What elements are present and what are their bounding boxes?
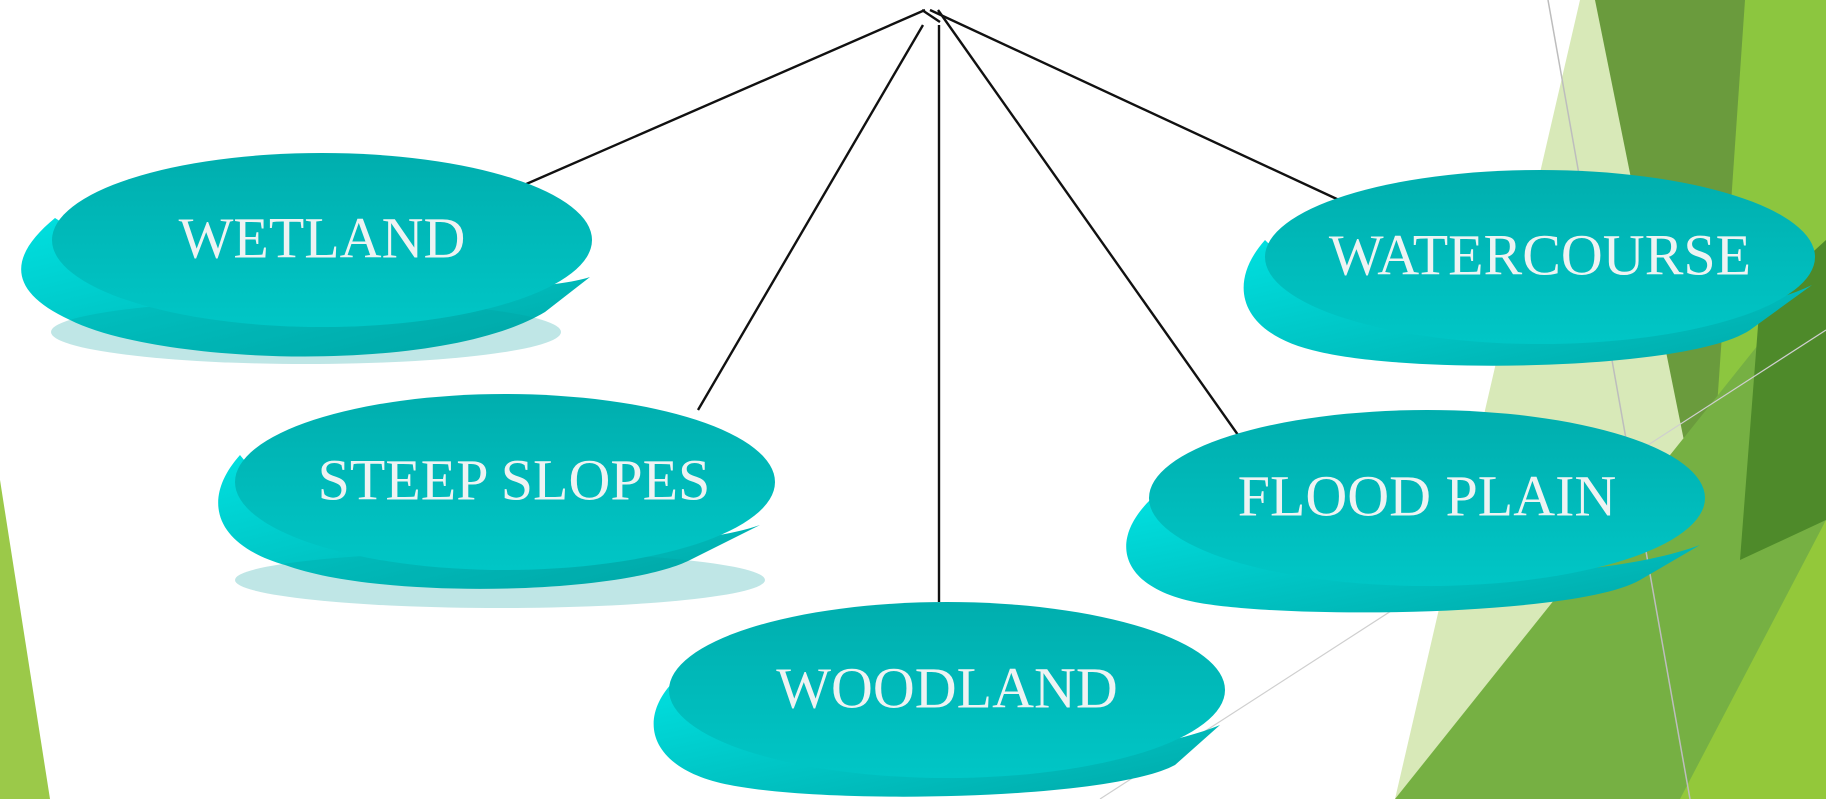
facet-line-1 xyxy=(1547,0,1691,799)
facet-bottom xyxy=(1680,520,1826,799)
node-flood-plain-top xyxy=(1149,410,1705,586)
node-wetland-top xyxy=(52,153,592,327)
node-steep-slopes-top xyxy=(235,394,775,570)
connector-steep-slopes xyxy=(696,24,925,411)
node-woodland-top xyxy=(669,602,1225,778)
connector-lines xyxy=(523,8,1340,602)
connector-wetland xyxy=(523,8,926,187)
node-woodland-label: WOODLAND xyxy=(776,655,1118,720)
connector-watercourse xyxy=(929,8,1340,202)
node-steep-slopes: STEEP SLOPES xyxy=(218,394,775,608)
node-watercourse-side xyxy=(1243,240,1812,366)
connector-flood-plain xyxy=(937,9,1244,443)
node-flood-plain-side xyxy=(1126,500,1700,613)
node-watercourse-label: WATERCOURSE xyxy=(1329,222,1751,287)
node-watercourse-top xyxy=(1265,170,1815,344)
node-wetland-label: WETLAND xyxy=(179,205,466,270)
decorative-left-sliver xyxy=(0,480,50,799)
node-flood-plain-label: FLOOD PLAIN xyxy=(1238,463,1617,528)
node-watercourse: WATERCOURSE xyxy=(1243,170,1815,366)
node-woodland: WOODLAND xyxy=(653,602,1225,797)
node-steep-slopes-shadow xyxy=(235,552,765,608)
node-steep-slopes-label: STEEP SLOPES xyxy=(318,447,711,512)
connector-hub-mark xyxy=(921,9,941,23)
node-wetland: WETLAND xyxy=(21,153,592,364)
node-flood-plain: FLOOD PLAIN xyxy=(1126,410,1705,613)
